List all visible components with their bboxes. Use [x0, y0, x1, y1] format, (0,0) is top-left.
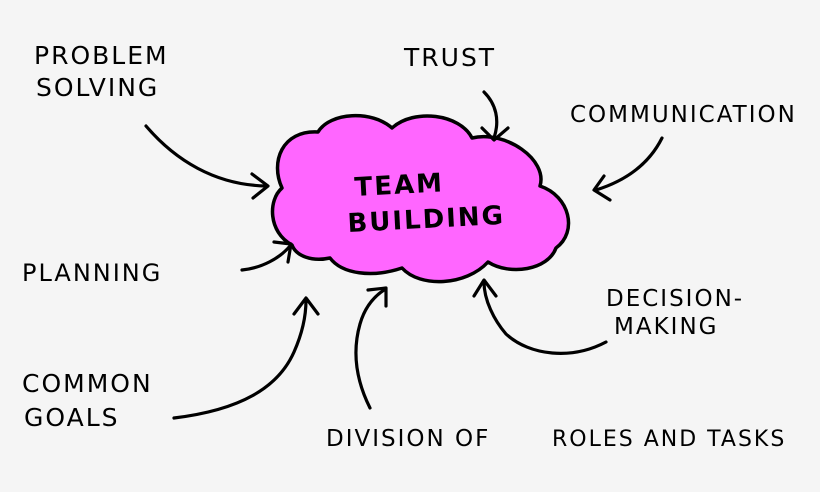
center-title-line1: TEAM: [354, 168, 445, 203]
label-decision-line1: DECISION-: [606, 286, 744, 312]
arrow-communication: [592, 136, 664, 202]
label-decision-line2: MAKING: [614, 314, 718, 340]
label-common-line1: COMMON: [22, 369, 153, 398]
arrow-decision-making: [472, 278, 608, 355]
label-communication: COMMUNICATION: [570, 102, 797, 128]
label-trust: TRUST: [403, 43, 496, 72]
arrow-trust: [480, 90, 510, 142]
arrow-planning: [240, 240, 293, 272]
arrow-division: [354, 286, 388, 410]
label-planning: PLANNING: [22, 259, 162, 287]
team-building-cloud: [270, 114, 571, 284]
label-problem-line2: SOLVING: [36, 73, 159, 102]
label-problem-line1: PROBLEM: [34, 41, 169, 70]
label-division-line1: DIVISION OF: [326, 426, 490, 452]
label-division-line2: ROLES AND TASKS: [552, 427, 786, 452]
arrow-common-goals: [172, 296, 320, 420]
label-common-line2: GOALS: [24, 403, 120, 432]
arrow-problem-solving: [144, 124, 270, 200]
